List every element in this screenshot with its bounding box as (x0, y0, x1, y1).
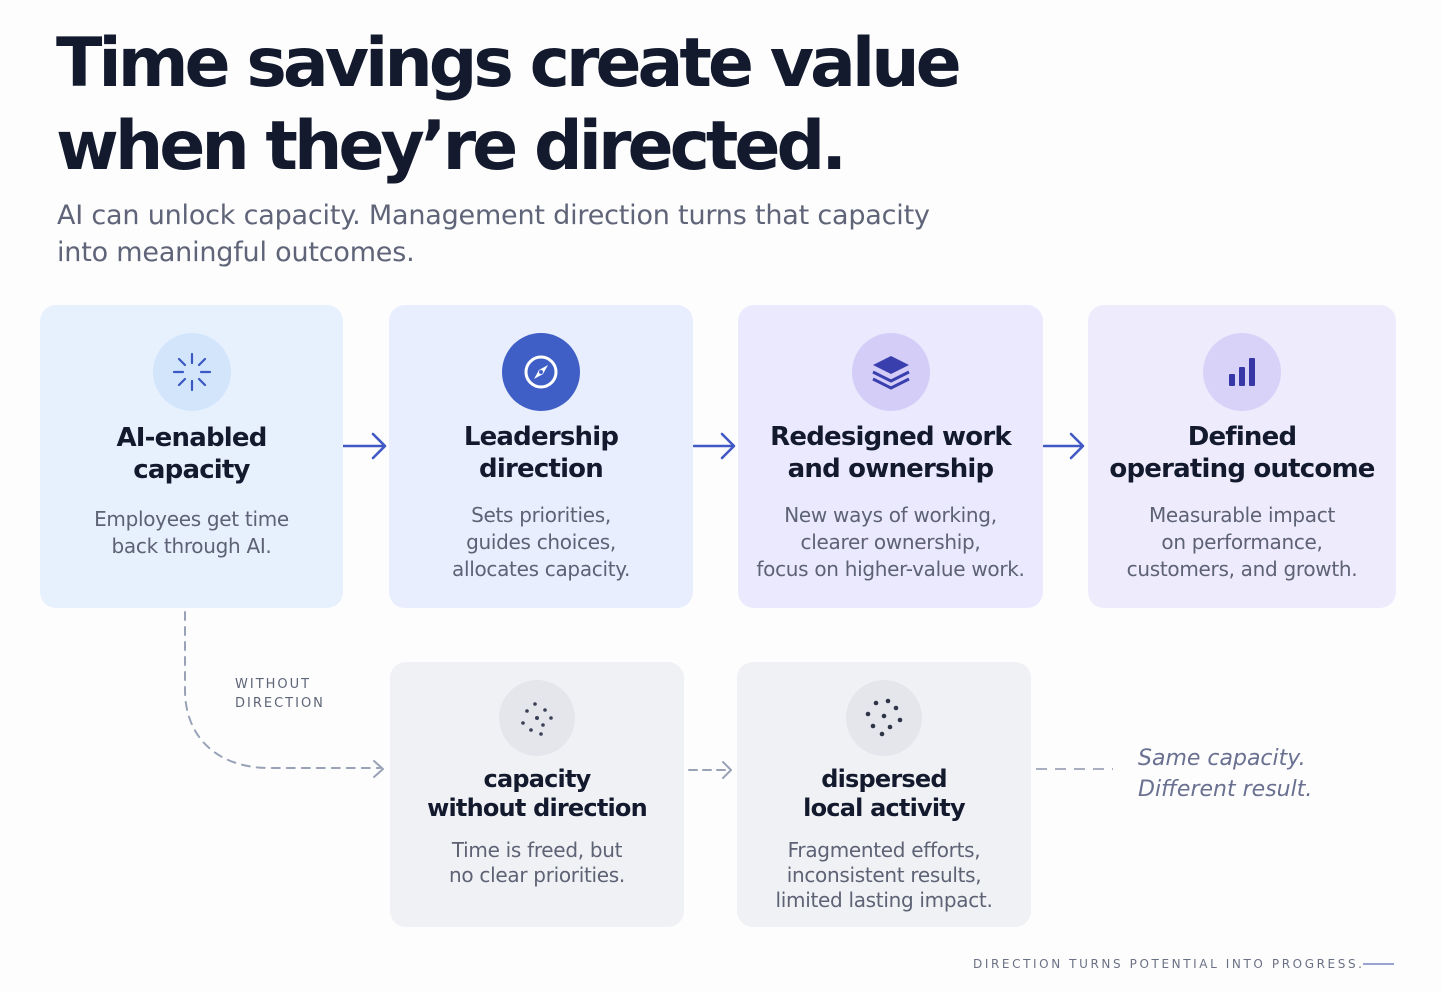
without-direction-path (184, 611, 381, 769)
sparkle-icon (152, 333, 231, 411)
footer-rule (1363, 963, 1394, 965)
card-title: AI-enabled capacity (116, 423, 267, 485)
card-title: dispersed local activity (803, 765, 965, 822)
card-title: Redesigned work and ownership (770, 422, 1012, 484)
subtitle-line-2: into meaningful outcomes. (57, 237, 415, 268)
card-description: Measurable impact on performance, custom… (1126, 503, 1358, 581)
compass-icon (502, 333, 580, 411)
flow-arrow-1 (341, 432, 387, 460)
card-description: Time is freed, but no clear priorities. (449, 838, 625, 887)
card-redesigned-work: Redesigned work and ownership New ways o… (738, 305, 1043, 608)
without-direction-label: WITHOUT DIRECTION (235, 677, 325, 711)
layers-icon (851, 333, 930, 411)
flow-arrow-3 (1042, 432, 1085, 460)
page-subtitle: AI can unlock capacity. Management direc… (57, 197, 997, 271)
result-note: Same capacity. Different result. (1138, 746, 1313, 802)
scattered-dots-icon (499, 680, 575, 756)
title-line-1: Time savings create value (56, 24, 962, 103)
subtitle-line-1: AI can unlock capacity. Management direc… (57, 200, 930, 231)
card-title: capacity without direction (427, 765, 648, 822)
flow-arrow-2 (692, 432, 736, 460)
card-description: Fragmented efforts, inconsistent results… (775, 838, 993, 912)
card-leadership-direction: Leadership direction Sets priorities, gu… (389, 305, 693, 608)
footer-tagline: DIRECTION TURNS POTENTIAL INTO PROGRESS. (973, 957, 1365, 971)
branch-arrow (688, 761, 732, 779)
dispersed-dots-icon (846, 680, 922, 756)
card-capacity-without-direction: capacity without direction Time is freed… (390, 662, 684, 927)
card-title: Leadership direction (463, 422, 619, 484)
card-title: Defined operating outcome (1109, 422, 1375, 484)
card-defined-outcome: Defined operating outcome Measurable imp… (1088, 305, 1396, 608)
card-description: Employees get time back through AI. (94, 507, 289, 558)
page-title: Time savings create value when they’re d… (56, 22, 1056, 188)
title-line-2: when they’re directed. (56, 107, 847, 186)
bar-chart-icon (1203, 333, 1281, 411)
card-description: Sets priorities, guides choices, allocat… (451, 503, 631, 581)
without-direction-arrowhead (373, 760, 384, 778)
card-description: New ways of working, clearer ownership, … (756, 503, 1025, 581)
card-ai-enabled-capacity: AI-enabled capacity Employees get time b… (40, 305, 343, 608)
card-dispersed-local-activity: dispersed local activity Fragmented effo… (737, 662, 1031, 927)
